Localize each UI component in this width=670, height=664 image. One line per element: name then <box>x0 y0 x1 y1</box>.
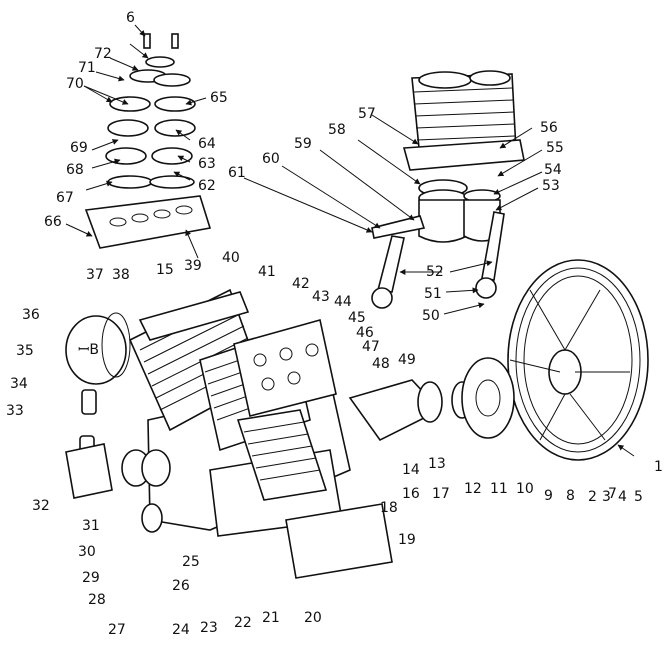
callout-66: 66 <box>44 214 62 230</box>
valve-plate-stack <box>84 33 212 249</box>
callout-37: 37 <box>86 267 104 283</box>
callout-57: 57 <box>358 106 376 122</box>
callout-22: 22 <box>234 615 252 631</box>
callout-68: 68 <box>66 162 84 178</box>
callout-28: 28 <box>88 592 106 608</box>
callout-1: 1 <box>654 459 663 475</box>
callout-49: 49 <box>398 352 416 368</box>
callout-65: 65 <box>210 90 228 106</box>
callout-29: 29 <box>82 570 100 586</box>
callout-8: 8 <box>566 488 575 504</box>
callout-30: 30 <box>78 544 96 560</box>
callout-24: 24 <box>172 622 190 638</box>
callout-20: 20 <box>304 610 322 626</box>
callout-4: 4 <box>618 489 627 505</box>
callout-54: 54 <box>544 162 562 178</box>
callout-12: 12 <box>464 481 482 497</box>
callout-71: 71 <box>78 60 96 76</box>
callout-46: 46 <box>356 325 374 341</box>
callout-3: 3 <box>602 489 611 505</box>
callout-58: 58 <box>328 122 346 138</box>
lower-cylinder <box>236 409 328 501</box>
left-small-parts <box>65 389 171 533</box>
callout-48: 48 <box>372 356 390 372</box>
callout-69: 69 <box>70 140 88 156</box>
callout-59: 59 <box>294 136 312 152</box>
callout-40: 40 <box>222 250 240 266</box>
callout-36: 36 <box>22 307 40 323</box>
callout-21: 21 <box>262 610 280 626</box>
callout-26: 26 <box>172 578 190 594</box>
callout-67: 67 <box>56 190 74 206</box>
callout-14: 14 <box>402 462 420 478</box>
callout-7: 7 <box>608 486 617 502</box>
callout-42: 42 <box>292 276 310 292</box>
callout-35: 35 <box>16 343 34 359</box>
callout-9: 9 <box>544 488 553 504</box>
callout-18: 18 <box>380 500 398 516</box>
cylinder-block <box>402 70 525 171</box>
callout-2: 2 <box>588 489 597 505</box>
callout-43: 43 <box>312 289 330 305</box>
callout-45: 45 <box>348 310 366 326</box>
callout-72: 72 <box>94 46 112 62</box>
callout-10: 10 <box>516 481 534 497</box>
callout-52: 52 <box>426 264 444 280</box>
callout-70: 70 <box>66 76 84 92</box>
callout-41: 41 <box>258 264 276 280</box>
leader-lines <box>65 24 635 457</box>
air-filter: ꟷB <box>65 312 131 385</box>
callout-6: 6 <box>126 10 135 26</box>
callout-53: 53 <box>542 178 560 194</box>
callout-13: 13 <box>428 456 446 472</box>
callout-23: 23 <box>200 620 218 636</box>
callout-33: 33 <box>6 403 24 419</box>
crankshaft <box>348 357 515 442</box>
callout-63: 63 <box>198 156 216 172</box>
callout-39: 39 <box>184 258 202 274</box>
callout-34: 34 <box>10 376 28 392</box>
callout-62: 62 <box>198 178 216 194</box>
motor-cover-logo: ꟷB <box>78 342 99 358</box>
side-cover <box>285 503 393 579</box>
callout-5: 5 <box>634 489 643 505</box>
callout-11: 11 <box>490 481 508 497</box>
callout-labels: 1 2 3 4 5 6 7 8 9 10 11 12 13 14 15 16 1… <box>6 10 663 638</box>
callout-25: 25 <box>182 554 200 570</box>
callout-16: 16 <box>402 486 420 502</box>
callout-32: 32 <box>32 498 50 514</box>
callout-44: 44 <box>334 294 352 310</box>
callout-55: 55 <box>546 140 564 156</box>
callout-19: 19 <box>398 532 416 548</box>
callout-47: 47 <box>362 339 380 355</box>
callout-51: 51 <box>424 286 442 302</box>
callout-64: 64 <box>198 136 216 152</box>
callout-56: 56 <box>540 120 558 136</box>
callout-31: 31 <box>82 518 100 534</box>
callout-27: 27 <box>108 622 126 638</box>
callout-17: 17 <box>432 486 450 502</box>
callout-38: 38 <box>112 267 130 283</box>
callout-15: 15 <box>156 262 174 278</box>
callout-50: 50 <box>422 308 440 324</box>
callout-61: 61 <box>228 165 246 181</box>
flywheel <box>507 259 649 461</box>
callout-60: 60 <box>262 151 280 167</box>
